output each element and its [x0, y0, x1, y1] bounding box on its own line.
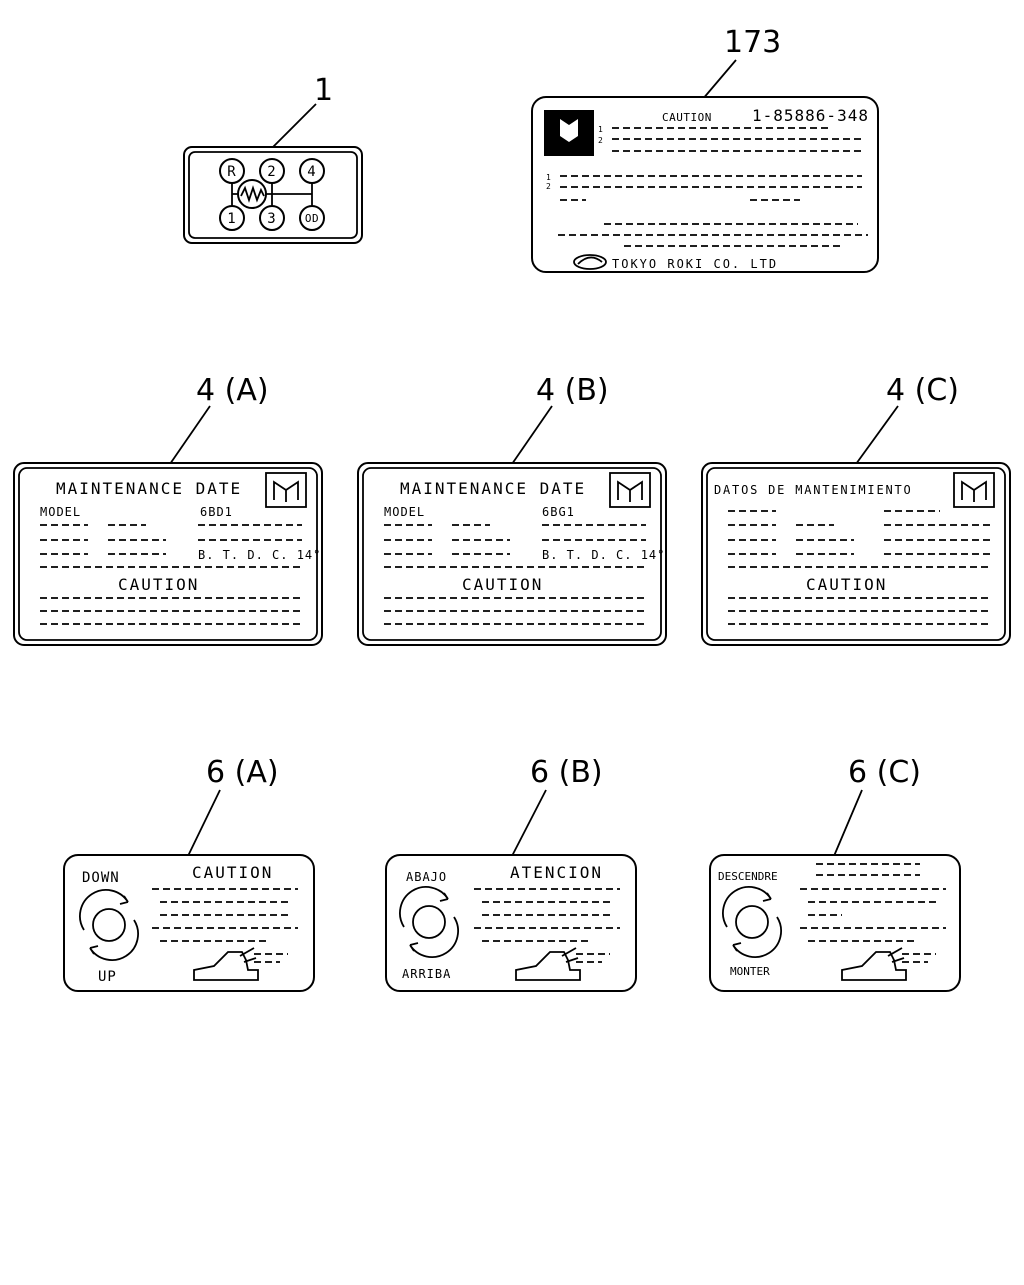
part-6c-tilt-label: 6 (C) DESCENDRE MONTER: [709, 755, 961, 992]
part-1-shift-pattern-label: 1 R 2 4 1 3: [183, 73, 363, 244]
callout-4b: 4 (B): [536, 373, 609, 408]
roki-row-mark: 2: [598, 136, 603, 145]
maint-b-timing: B. T. D. C. 14°: [542, 548, 665, 562]
part-4a-maintenance-label: 4 (A) MAINTENANCE DATE MODEL 6BD1 B. T. …: [13, 373, 323, 646]
maint-c-caution: CAUTION: [806, 575, 887, 594]
tilt-b-text-lines: [474, 888, 620, 963]
maint-b-caution: CAUTION: [462, 575, 543, 594]
svg-text:3: 3: [267, 211, 276, 227]
maint-b-inner: [362, 467, 662, 641]
isuzu-logo-box: [265, 472, 307, 508]
maint-b-model-value: 6BG1: [542, 505, 575, 519]
leader-line-4b: [511, 405, 553, 465]
maint-c-inner: [706, 467, 1006, 641]
part-4b-maintenance-label: 4 (B) MAINTENANCE DATE MODEL 6BG1 B. T. …: [357, 373, 667, 646]
maint-b-outer: [357, 462, 667, 646]
isuzu-logo-icon: [273, 480, 299, 502]
roki-row-mark: 2: [546, 182, 551, 191]
callout-6b: 6 (B): [530, 755, 603, 790]
roki-maker-name: TOKYO ROKI CO. LTD: [612, 257, 778, 271]
shift-position-1: 1: [219, 205, 245, 231]
maint-b-text-lines: [384, 524, 646, 625]
leader-line-4c: [855, 405, 899, 465]
roki-logo-icon: [573, 254, 607, 270]
svg-text:2: 2: [267, 164, 276, 180]
rotate-arrows-icon: [399, 886, 459, 958]
leader-line-1: [269, 103, 317, 151]
maint-a-timing: B. T. D. C. 14°: [198, 548, 321, 562]
cab-tilt-icon: [193, 947, 259, 981]
part-4c-maintenance-label: 4 (C) DATOS DE MANTENIMIENTO CAUTION: [701, 373, 1011, 646]
tilt-a-top-label: DOWN: [82, 870, 120, 886]
tilt-c-bottom-label: MONTER: [730, 965, 770, 978]
cab-tilt-icon: [515, 947, 581, 981]
rotate-arrows-icon: [79, 889, 139, 961]
callout-4c: 4 (C): [886, 373, 959, 408]
maint-c-outer: [701, 462, 1011, 646]
maint-b-model-label: MODEL: [384, 505, 425, 519]
callout-6c: 6 (C): [848, 755, 921, 790]
isuzu-logo-icon: [617, 480, 643, 502]
roki-caution-heading: CAUTION: [662, 111, 712, 124]
part-6a-tilt-label: 6 (A) DOWN UP CAUTION: [63, 755, 315, 992]
maint-a-inner: [18, 467, 318, 641]
maint-a-caution: CAUTION: [118, 575, 199, 594]
roki-row-mark: 1: [598, 125, 603, 134]
tilt-b-bottom-label: ARRIBA: [402, 967, 451, 981]
part-6b-tilt-label: 6 (B) ABAJO ARRIBA ATENCION: [385, 755, 637, 992]
svg-text:1: 1: [227, 211, 236, 227]
callout-4a: 4 (A): [196, 373, 269, 408]
svg-text:R: R: [227, 164, 236, 180]
shift-position-4: 4: [299, 158, 325, 184]
callout-1: 1: [314, 73, 333, 108]
leader-line-6b: [511, 789, 547, 857]
maint-a-model-label: MODEL: [40, 505, 81, 519]
tilt-a-bottom-label: UP: [98, 969, 117, 985]
tilt-c-text-lines: [800, 863, 946, 963]
maint-c-text-lines: [728, 510, 990, 625]
tilt-b-top-label: ABAJO: [406, 870, 447, 884]
roki-label-frame: [531, 96, 879, 273]
roki-row-mark: 1: [546, 173, 551, 182]
leader-line-6c: [833, 789, 863, 857]
part-173-caution-label: 173 CAUTION 1-85886-348 1 2 1 2 TOKYO RO…: [531, 25, 879, 273]
callout-173: 173: [724, 25, 781, 60]
maint-a-text-lines: [40, 524, 302, 625]
tilt-b-heading: ATENCION: [510, 863, 603, 882]
tilt-c-top-label: DESCENDRE: [718, 870, 778, 883]
tilt-a-text-lines: [152, 888, 298, 963]
spring-zigzag-icon: [240, 185, 265, 203]
maint-a-model-value: 6BD1: [200, 505, 233, 519]
maint-b-title: MAINTENANCE DATE: [400, 479, 586, 498]
rotate-arrows-icon: [722, 886, 782, 958]
isuzu-logo-icon: [961, 480, 987, 502]
maint-c-title: DATOS DE MANTENIMIENTO: [714, 483, 913, 497]
isuzu-logo-icon: [560, 119, 578, 142]
leader-line-4a: [169, 405, 211, 465]
isuzu-logo-box: [953, 472, 995, 508]
svg-text:4: 4: [307, 164, 316, 180]
shift-label-inner: [188, 151, 358, 239]
maint-a-title: MAINTENANCE DATE: [56, 479, 242, 498]
roki-text-lines: [558, 127, 868, 247]
leader-line-6a: [187, 789, 221, 857]
callout-6a: 6 (A): [206, 755, 279, 790]
shift-position-od: OD: [299, 205, 325, 231]
shift-position-2: 2: [259, 158, 285, 184]
tilt-a-heading: CAUTION: [192, 863, 273, 882]
svg-text:OD: OD: [305, 212, 319, 225]
isuzu-logo-box: [609, 472, 651, 508]
shift-position-3: 3: [259, 205, 285, 231]
shift-position-r: R: [219, 158, 245, 184]
leader-line-173: [701, 59, 737, 101]
tilt-c-frame: [709, 854, 961, 992]
maint-a-outer: [13, 462, 323, 646]
cab-tilt-icon: [841, 947, 907, 981]
roki-part-number: 1-85886-348: [752, 106, 869, 125]
